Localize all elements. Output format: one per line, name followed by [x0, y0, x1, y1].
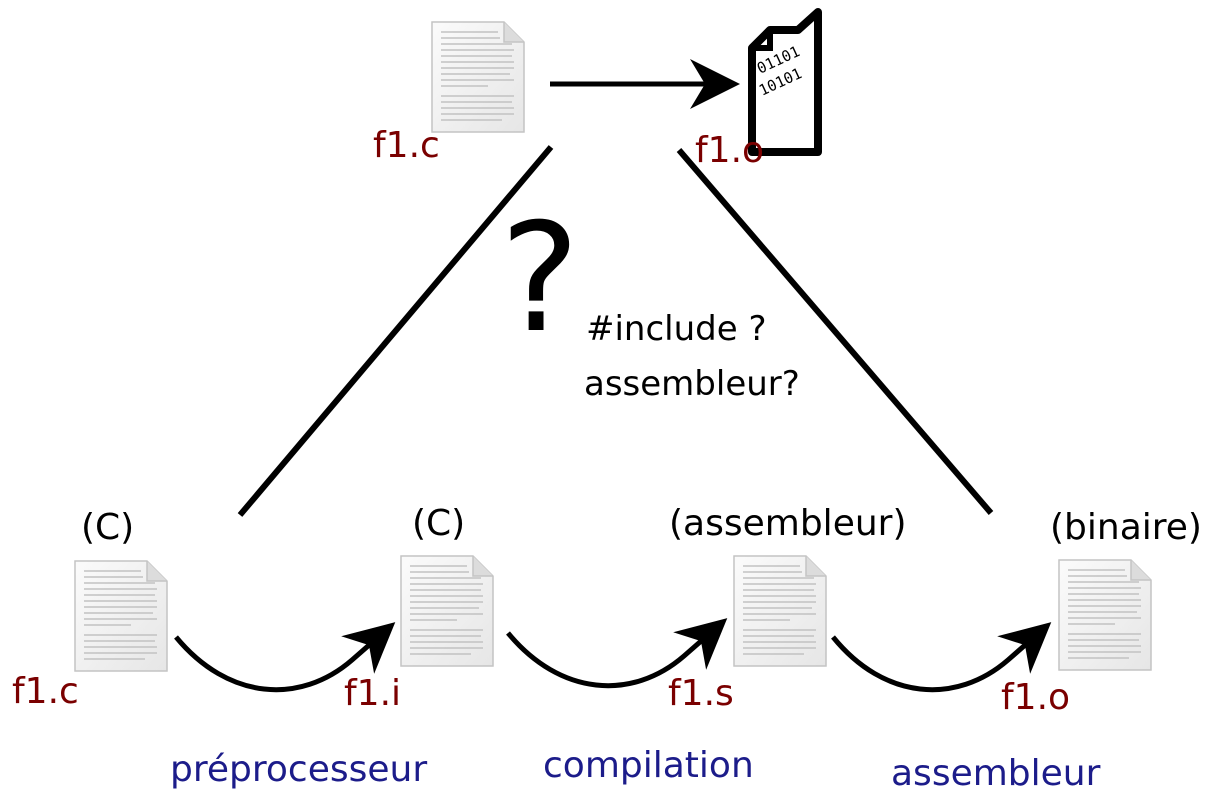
stage-lang-1: (C): [81, 507, 135, 548]
question-include: #include ?: [586, 309, 767, 349]
stage-file-4: f1.o: [1001, 677, 1071, 718]
text-document-icon: [733, 555, 827, 667]
text-document-icon: [431, 21, 525, 133]
curved-arrow-icon: [506, 618, 728, 689]
text-document-icon: [1058, 559, 1152, 671]
curved-arrow-icon: [831, 622, 1052, 693]
step-assembler: assembleur: [891, 753, 1101, 794]
stage-lang-2: (C): [412, 503, 466, 544]
stage-lang-4: (binaire): [1050, 507, 1202, 548]
stage-file-1: f1.c: [12, 671, 79, 712]
question-mark: ?: [500, 192, 580, 366]
right-connector-line: [676, 148, 994, 515]
file-label-source: f1.c: [373, 125, 440, 166]
stage-file-2: f1.i: [344, 673, 402, 714]
step-compilation: compilation: [543, 745, 754, 786]
binary-file-icon: 01101 10101: [748, 8, 822, 156]
text-document-icon: [74, 560, 168, 672]
question-assembleur: assembleur?: [584, 364, 800, 404]
stage-file-3: f1.s: [668, 673, 734, 714]
text-document-icon: [400, 555, 494, 667]
left-connector-line: [237, 145, 554, 517]
file-label-object: f1.o: [695, 130, 765, 171]
stage-lang-3: (assembleur): [669, 503, 907, 544]
curved-arrow-icon: [174, 622, 396, 693]
step-preprocessor: préprocesseur: [170, 749, 428, 790]
